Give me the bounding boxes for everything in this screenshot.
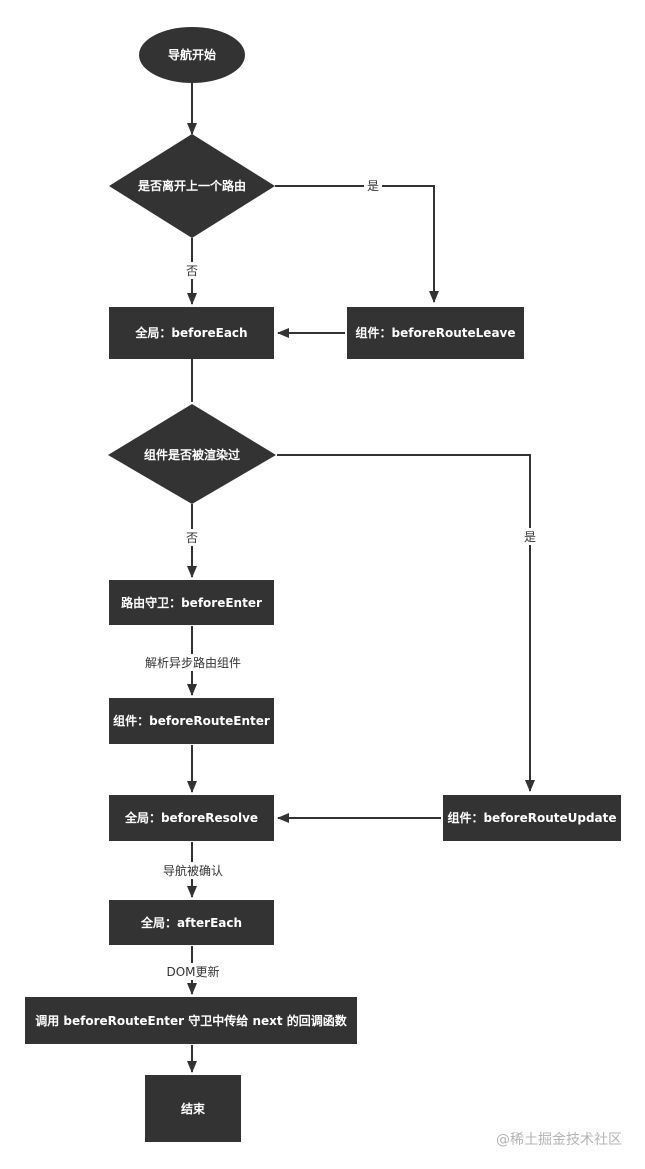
node-global-before-resolve: 全局：beforeResolve: [109, 795, 274, 841]
call-next-callback-label: 调用 beforeRouteEnter 守卫中传给 next 的回调函数: [35, 1013, 348, 1028]
decision-leave-diamond: [109, 134, 275, 238]
global-before-resolve-box: [109, 795, 274, 841]
node-call-next-callback: 调用 beforeRouteEnter 守卫中传给 next 的回调函数: [25, 997, 357, 1044]
global-after-each-box: [109, 900, 274, 945]
global-after-each-label: 全局：afterEach: [140, 915, 242, 930]
edge-label-leave-no: 否: [186, 264, 198, 278]
component-before-route-update-box: [443, 795, 621, 841]
start-terminator-shape: [139, 27, 245, 83]
end-box: [145, 1075, 241, 1142]
component-before-route-leave-box: [347, 307, 524, 359]
node-component-before-route-enter: 组件：beforeRouteEnter: [109, 698, 274, 744]
edge-label-dom-update: DOM更新: [166, 964, 219, 979]
edge-decision-rendered-yes: [277, 454, 535, 792]
edge-decision-leave-yes: [275, 185, 439, 303]
edge-label-rendered-no: 否: [186, 531, 198, 545]
node-route-guard-before-enter: 路由守卫：beforeEnter: [109, 580, 274, 625]
component-before-route-leave-label: 组件：beforeRouteLeave: [356, 325, 516, 340]
watermark-text: @稀土掘金技术社区: [496, 1132, 622, 1148]
component-before-route-update-label: 组件：beforeRouteUpdate: [447, 810, 616, 825]
call-next-callback-box: [25, 997, 357, 1044]
decision-leave-label: 是否离开上一个路由: [137, 178, 246, 193]
edge-label-resolve-async: 解析异步路由组件: [145, 655, 241, 670]
node-end: 结束: [145, 1075, 241, 1142]
decision-rendered-diamond: [108, 404, 276, 504]
global-before-each-box: [109, 307, 274, 359]
end-label: 结束: [181, 1101, 206, 1116]
decision-rendered-label: 组件是否被渲染过: [144, 447, 240, 462]
start-label: 导航开始: [168, 47, 216, 62]
node-decision-rendered: 组件是否被渲染过: [108, 404, 276, 504]
node-global-after-each: 全局：afterEach: [109, 900, 274, 945]
global-before-each-label: 全局：beforeEach: [134, 325, 247, 340]
node-decision-leave: 是否离开上一个路由: [109, 134, 275, 238]
node-component-before-route-leave: 组件：beforeRouteLeave: [347, 307, 524, 359]
node-component-before-route-update: 组件：beforeRouteUpdate: [443, 795, 621, 841]
component-before-route-enter-label: 组件：beforeRouteEnter: [113, 713, 270, 728]
edge-label-nav-confirmed: 导航被确认: [163, 863, 223, 878]
edge-labels: 是 否 否 是 解析异步路由组件 导航被确认 DOM更新: [140, 177, 539, 980]
edge-label-leave-yes: 是: [367, 179, 379, 193]
edge-label-rendered-yes: 是: [524, 530, 536, 544]
route-guard-before-enter-box: [109, 580, 274, 625]
route-guard-before-enter-label: 路由守卫：beforeEnter: [121, 595, 262, 610]
global-before-resolve-label: 全局：beforeResolve: [124, 810, 258, 825]
node-start: 导航开始: [139, 27, 245, 83]
component-before-route-enter-box: [109, 698, 274, 744]
node-global-before-each: 全局：beforeEach: [109, 307, 274, 359]
